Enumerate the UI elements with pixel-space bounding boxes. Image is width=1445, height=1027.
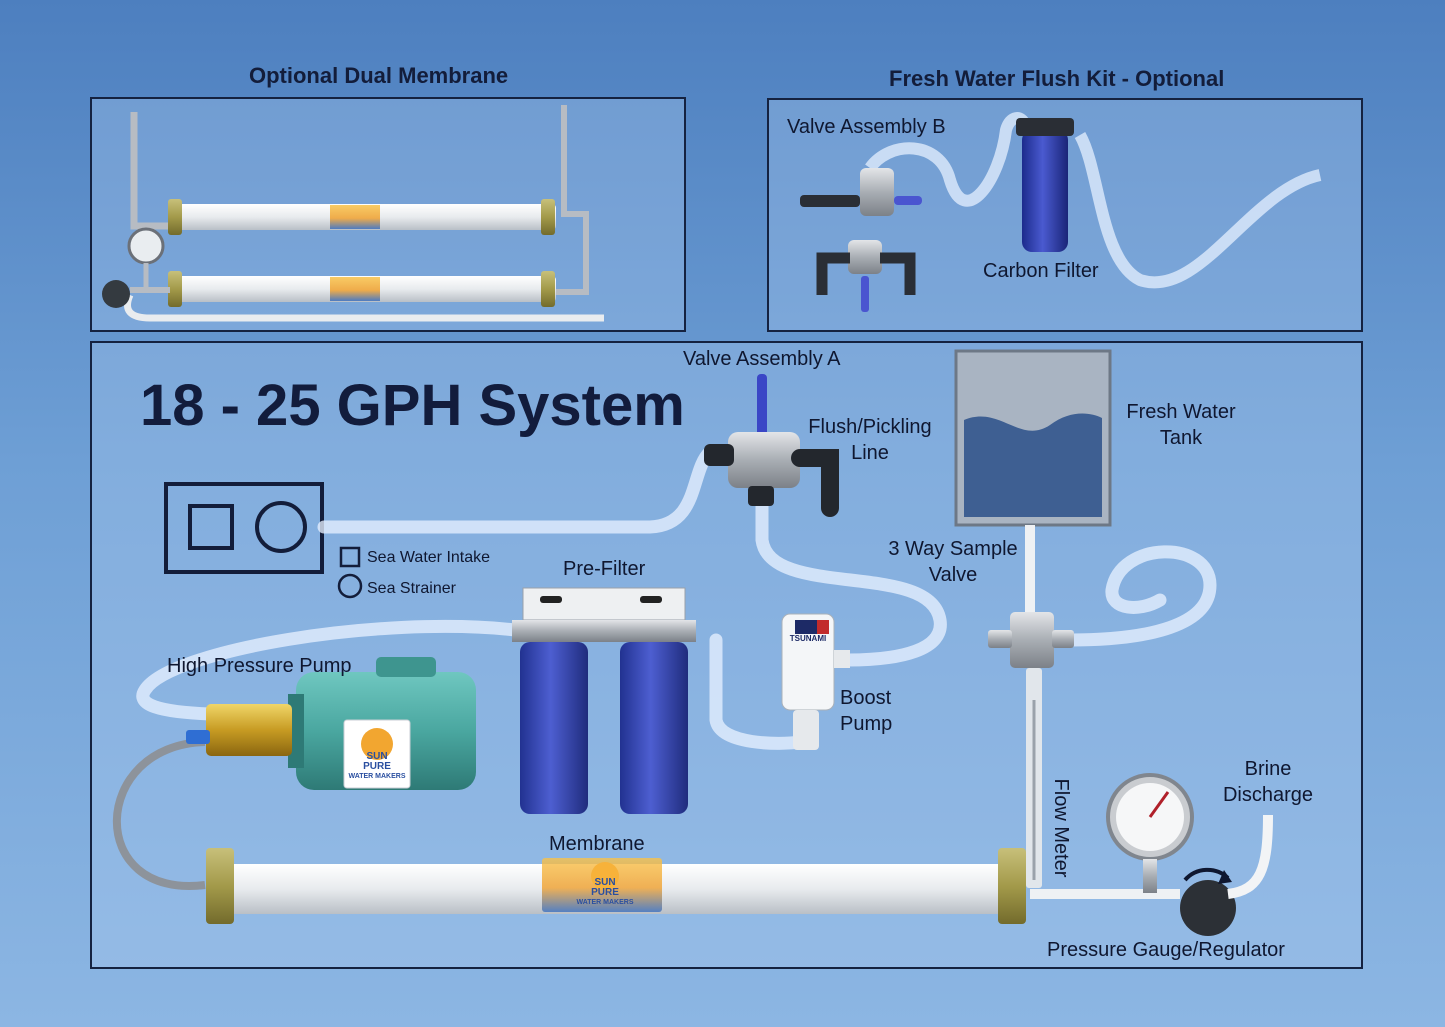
- sea-water-intake: [164, 482, 324, 574]
- valve-a-label: Valve Assembly A: [683, 348, 841, 370]
- pump-brand-line2: PURE: [363, 761, 391, 772]
- intake-legend-square-icon: [339, 546, 361, 568]
- boost-pump-brand: TSUNAMI: [789, 634, 827, 643]
- membrane-label: Membrane: [549, 833, 645, 855]
- valve-assembly-a: [704, 374, 839, 517]
- dual-membrane-assembly: [102, 105, 604, 322]
- carbon-filter-label: Carbon Filter: [983, 260, 1099, 282]
- pre-filter-housings: [512, 587, 696, 814]
- main-membrane: [206, 848, 1026, 924]
- flush-line-label: Flush/Pickling Line: [800, 414, 940, 466]
- boost-pump: [781, 613, 850, 750]
- brine-discharge-label-1: Brine: [1244, 758, 1292, 780]
- flush-line-label-1: Flush/Pickling: [808, 416, 932, 438]
- valve-b-label: Valve Assembly B: [787, 116, 946, 138]
- hoses: [136, 445, 1217, 750]
- sample-valve-label: 3 Way Sample Valve: [880, 536, 1026, 588]
- membrane-brand-line1: SUN: [594, 877, 616, 888]
- high-pressure-hose: [112, 738, 206, 891]
- page-title: 18 - 25 GPH System: [140, 373, 685, 438]
- fresh-tank-label-2: Tank: [1159, 427, 1203, 449]
- sample-valve: [988, 612, 1074, 668]
- brine-discharge-label-2: Discharge: [1222, 784, 1314, 806]
- pump-brand-line3: WATER MAKERS: [348, 773, 406, 780]
- high-pressure-pump: [186, 657, 476, 790]
- boost-pump-label: Boost Pump: [840, 685, 892, 737]
- boost-pump-label-1: Boost: [840, 687, 892, 709]
- membrane-brand-line3: WATER MAKERS: [576, 899, 634, 906]
- strainer-legend-circle-icon: [337, 573, 363, 599]
- flow-meter: [1026, 668, 1180, 899]
- fresh-water-tank: [954, 349, 1112, 612]
- membrane-brand-line2: PURE: [591, 887, 619, 898]
- dual-membrane-title: Optional Dual Membrane: [249, 63, 509, 88]
- fresh-tank-label-1: Fresh Water: [1126, 401, 1236, 423]
- pressure-gauge: [1106, 773, 1273, 936]
- flow-meter-label: Flow Meter: [1050, 778, 1072, 878]
- flush-kit-title: Fresh Water Flush Kit - Optional: [889, 66, 1225, 91]
- pump-brand-badge: SUN PURE WATER MAKERS: [346, 752, 408, 782]
- membrane-brand-badge: SUN PURE WATER MAKERS: [560, 878, 650, 908]
- flush-line-label-2: Line: [851, 442, 889, 464]
- fresh-tank-label: Fresh Water Tank: [1118, 399, 1244, 451]
- prefilter-label: Pre-Filter: [563, 558, 646, 580]
- brine-discharge-label: Brine Discharge: [1216, 756, 1320, 808]
- flush-kit-assembly: [800, 112, 1322, 312]
- hp-pump-label: High Pressure Pump: [167, 655, 352, 677]
- sample-valve-label-1: 3 Way Sample: [888, 538, 1018, 560]
- strainer-legend-label: Sea Strainer: [367, 580, 456, 597]
- boost-pump-label-2: Pump: [840, 713, 893, 735]
- intake-legend-label: Sea Water Intake: [367, 549, 491, 566]
- sample-valve-label-2: Valve: [928, 564, 978, 586]
- pressure-gauge-label: Pressure Gauge/Regulator: [1047, 939, 1285, 961]
- pump-brand-line1: SUN: [366, 751, 388, 762]
